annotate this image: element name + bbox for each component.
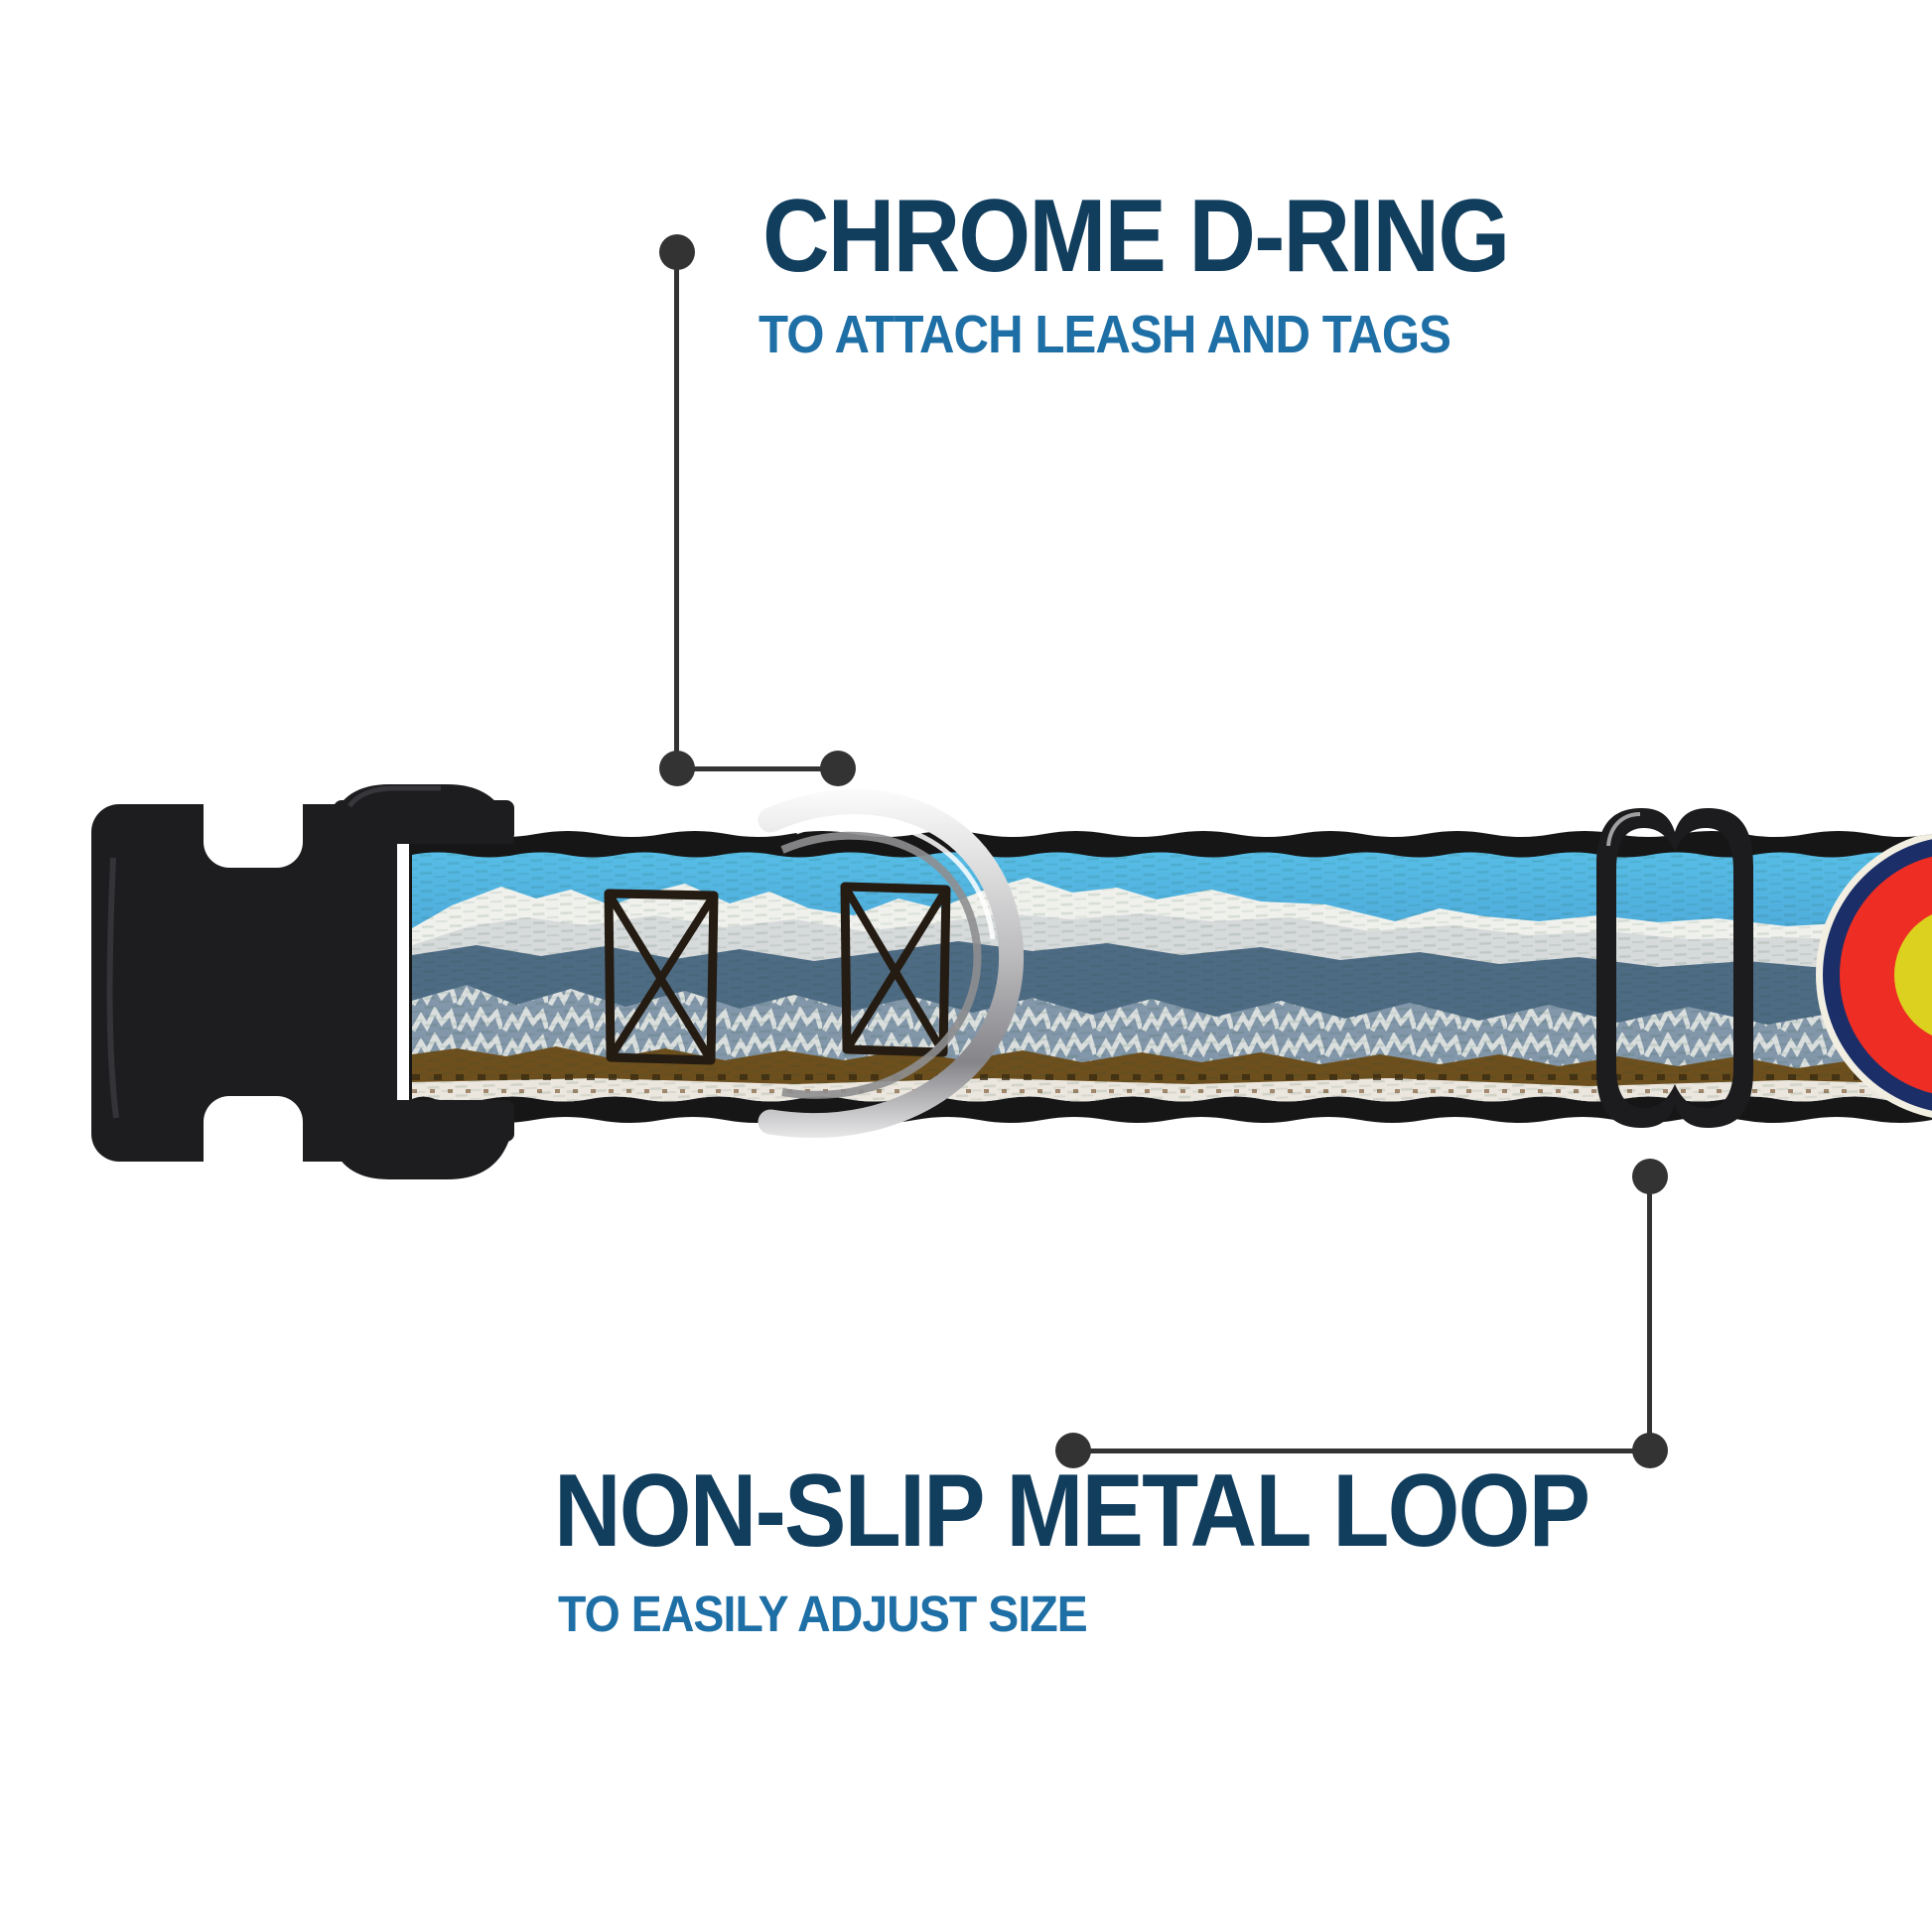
d-ring-inner-arc xyxy=(780,831,982,1099)
emblem-red-circle xyxy=(1840,853,1932,1097)
metal-loop-leader-vertical xyxy=(1647,1176,1652,1450)
metal-loop-callout-dot-text xyxy=(1055,1433,1091,1468)
webbing-mountain-pattern xyxy=(412,852,1932,1102)
d-ring-highlight xyxy=(795,818,996,940)
d-ring-leader-vertical xyxy=(674,252,679,768)
slider-loop-frame xyxy=(1596,808,1753,1128)
d-ring-title: CHROME D-RING xyxy=(762,179,1510,294)
stitch-box-right xyxy=(840,882,951,1057)
buckle-bottom-arm xyxy=(334,1100,514,1142)
buckle-bottom-slot xyxy=(204,1096,303,1189)
d-ring-leader-horizontal xyxy=(677,766,837,771)
metal-loop-subtitle: TO EASILY ADJUST SIZE xyxy=(558,1586,1088,1642)
side-release-buckle xyxy=(91,774,514,1189)
d-ring-outer-arc xyxy=(758,789,1025,1139)
buckle-edge-sheen xyxy=(106,857,119,1119)
buckle-top-arm xyxy=(334,800,514,842)
metal-loop-title: NON-SLIP METAL LOOP xyxy=(554,1453,1590,1569)
buckle-top-slot xyxy=(204,774,303,868)
chrome-d-ring xyxy=(758,789,1025,1139)
stitch-box-left xyxy=(604,889,719,1065)
metal-loop-leader-horizontal xyxy=(1073,1449,1650,1453)
emblem-gold-circle xyxy=(1894,907,1932,1042)
buckle-hump-sheen xyxy=(346,785,441,808)
buckle-body xyxy=(91,804,397,1162)
metal-slider-loop xyxy=(1596,808,1753,1128)
pattern-weave-texture xyxy=(412,852,1932,1102)
collar-illustration xyxy=(91,774,1932,1189)
colorado-flag-emblem xyxy=(1816,831,1932,1121)
slider-highlight xyxy=(1606,812,1641,847)
d-ring-callout-dot-anchor xyxy=(820,751,856,786)
d-ring-subtitle: TO ATTACH LEASH AND TAGS xyxy=(759,305,1451,364)
